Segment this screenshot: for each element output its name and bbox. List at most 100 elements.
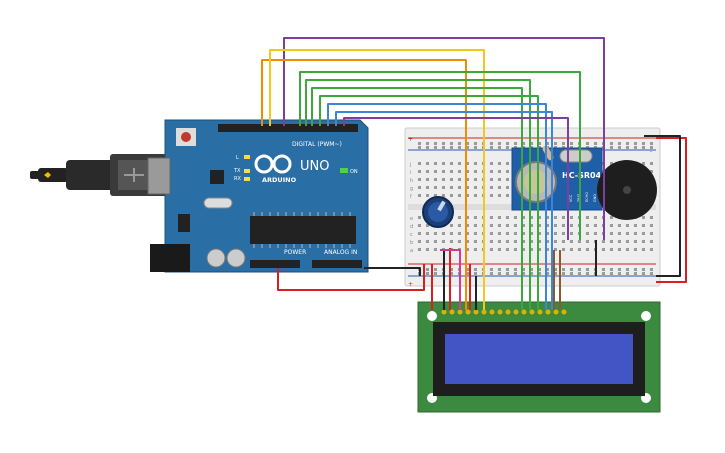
breadboard-hole[interactable]: [554, 142, 557, 145]
breadboard-hole[interactable]: [498, 178, 501, 181]
breadboard-hole[interactable]: [474, 248, 477, 251]
breadboard-hole[interactable]: [426, 170, 429, 173]
breadboard-hole[interactable]: [434, 268, 437, 271]
breadboard-hole[interactable]: [546, 142, 549, 145]
breadboard-hole[interactable]: [530, 224, 533, 227]
breadboard-hole[interactable]: [602, 240, 605, 243]
breadboard-hole[interactable]: [586, 224, 589, 227]
breadboard-hole[interactable]: [522, 248, 525, 251]
breadboard-hole[interactable]: [490, 248, 493, 251]
breadboard-hole[interactable]: [458, 170, 461, 173]
breadboard-hole[interactable]: [466, 216, 469, 219]
breadboard-hole[interactable]: [458, 142, 461, 145]
breadboard-hole[interactable]: [498, 216, 501, 219]
breadboard-hole[interactable]: [434, 162, 437, 165]
breadboard-hole[interactable]: [642, 232, 645, 235]
breadboard-hole[interactable]: [546, 216, 549, 219]
breadboard-hole[interactable]: [514, 268, 517, 271]
breadboard-hole[interactable]: [554, 268, 557, 271]
breadboard-hole[interactable]: [466, 142, 469, 145]
breadboard-hole[interactable]: [578, 268, 581, 271]
breadboard-hole[interactable]: [442, 178, 445, 181]
breadboard-hole[interactable]: [474, 170, 477, 173]
breadboard-hole[interactable]: [618, 272, 621, 275]
breadboard-hole[interactable]: [450, 224, 453, 227]
breadboard-hole[interactable]: [506, 170, 509, 173]
breadboard-hole[interactable]: [634, 232, 637, 235]
breadboard-hole[interactable]: [466, 224, 469, 227]
breadboard-hole[interactable]: [538, 272, 541, 275]
breadboard-hole[interactable]: [418, 170, 421, 173]
breadboard-hole[interactable]: [642, 146, 645, 149]
breadboard-hole[interactable]: [514, 224, 517, 227]
lcd-pin[interactable]: [449, 309, 455, 315]
breadboard-hole[interactable]: [610, 224, 613, 227]
breadboard-hole[interactable]: [442, 162, 445, 165]
breadboard-hole[interactable]: [466, 146, 469, 149]
breadboard-hole[interactable]: [522, 142, 525, 145]
breadboard-hole[interactable]: [634, 272, 637, 275]
breadboard-hole[interactable]: [418, 232, 421, 235]
breadboard-hole[interactable]: [458, 232, 461, 235]
breadboard-hole[interactable]: [490, 272, 493, 275]
breadboard-hole[interactable]: [602, 248, 605, 251]
breadboard-hole[interactable]: [474, 142, 477, 145]
breadboard-hole[interactable]: [506, 142, 509, 145]
breadboard-hole[interactable]: [418, 216, 421, 219]
breadboard-hole[interactable]: [642, 216, 645, 219]
breadboard-hole[interactable]: [450, 186, 453, 189]
breadboard-hole[interactable]: [506, 248, 509, 251]
breadboard-hole[interactable]: [498, 268, 501, 271]
breadboard-hole[interactable]: [594, 142, 597, 145]
breadboard-hole[interactable]: [626, 272, 629, 275]
breadboard-hole[interactable]: [450, 240, 453, 243]
breadboard-hole[interactable]: [450, 272, 453, 275]
breadboard-hole[interactable]: [466, 194, 469, 197]
lcd-pin[interactable]: [545, 309, 551, 315]
breadboard-hole[interactable]: [610, 232, 613, 235]
breadboard-hole[interactable]: [626, 268, 629, 271]
breadboard-hole[interactable]: [418, 146, 421, 149]
breadboard-hole[interactable]: [498, 272, 501, 275]
breadboard-hole[interactable]: [490, 170, 493, 173]
breadboard-hole[interactable]: [490, 216, 493, 219]
breadboard-hole[interactable]: [594, 232, 597, 235]
breadboard-hole[interactable]: [434, 186, 437, 189]
breadboard-hole[interactable]: [466, 170, 469, 173]
breadboard-hole[interactable]: [506, 216, 509, 219]
breadboard-hole[interactable]: [434, 248, 437, 251]
breadboard-hole[interactable]: [562, 248, 565, 251]
breadboard-hole[interactable]: [474, 272, 477, 275]
breadboard-hole[interactable]: [546, 248, 549, 251]
breadboard-hole[interactable]: [450, 162, 453, 165]
breadboard-hole[interactable]: [458, 194, 461, 197]
breadboard-hole[interactable]: [618, 240, 621, 243]
breadboard-hole[interactable]: [506, 240, 509, 243]
breadboard-hole[interactable]: [498, 162, 501, 165]
breadboard-hole[interactable]: [506, 162, 509, 165]
breadboard-hole[interactable]: [442, 142, 445, 145]
breadboard-hole[interactable]: [426, 224, 429, 227]
breadboard-hole[interactable]: [434, 272, 437, 275]
breadboard-hole[interactable]: [538, 232, 541, 235]
breadboard-hole[interactable]: [634, 142, 637, 145]
breadboard-hole[interactable]: [474, 268, 477, 271]
breadboard-hole[interactable]: [562, 216, 565, 219]
breadboard-hole[interactable]: [650, 272, 653, 275]
breadboard-hole[interactable]: [562, 272, 565, 275]
breadboard-hole[interactable]: [538, 240, 541, 243]
breadboard-hole[interactable]: [474, 232, 477, 235]
breadboard-hole[interactable]: [490, 162, 493, 165]
breadboard-hole[interactable]: [530, 248, 533, 251]
breadboard-hole[interactable]: [474, 194, 477, 197]
breadboard-hole[interactable]: [506, 272, 509, 275]
breadboard-hole[interactable]: [562, 268, 565, 271]
breadboard-hole[interactable]: [514, 248, 517, 251]
breadboard-hole[interactable]: [570, 248, 573, 251]
breadboard-hole[interactable]: [650, 232, 653, 235]
breadboard-hole[interactable]: [458, 178, 461, 181]
breadboard-hole[interactable]: [626, 248, 629, 251]
breadboard-hole[interactable]: [570, 240, 573, 243]
breadboard-hole[interactable]: [650, 162, 653, 165]
breadboard-hole[interactable]: [554, 232, 557, 235]
